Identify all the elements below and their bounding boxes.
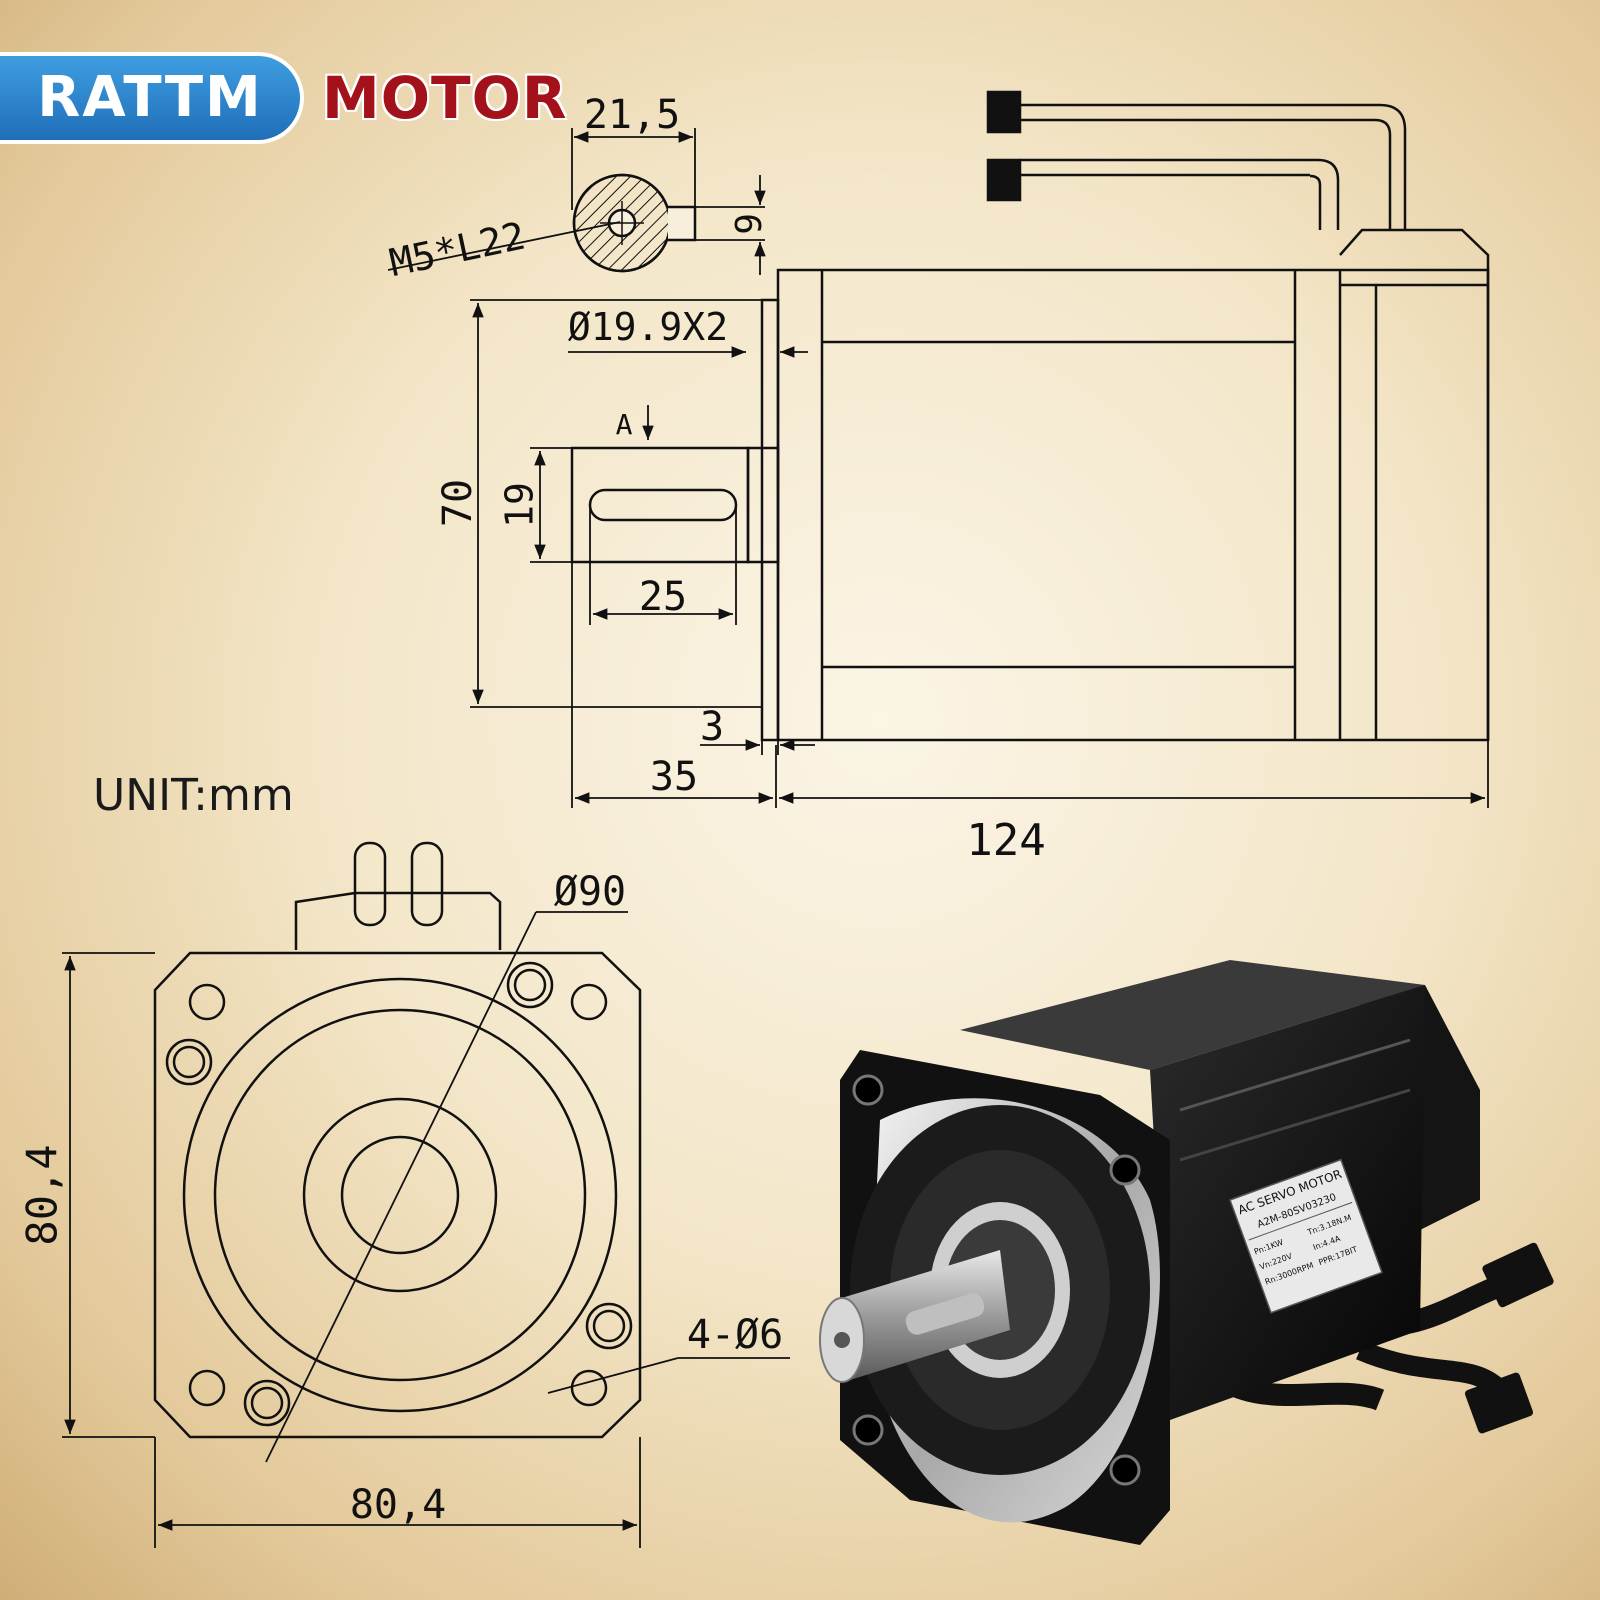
dim-flange-offset: 3 [700,704,724,750]
dim-front-width: 80,4 [350,1482,446,1528]
dim-shaft-diameter: Ø19.9X2 [568,305,728,349]
section-marker: A [616,408,633,441]
unit-label: UNIT:mm [93,770,294,821]
side-dimension-lines [387,128,1489,808]
dim-key-length: 25 [639,574,687,620]
dim-front-height: 80,4 [18,1144,67,1245]
dim-key-width: 19 [498,482,542,528]
nameplate [1229,1158,1383,1314]
dim-shaft-length: 35 [650,754,698,800]
logo-motor: MOTOR [322,64,568,132]
motor-illustration: AC SERVO MOTOR A2M-80SV03230 Pn:1KW Tn:3… [819,960,1554,1545]
dim-bolt-circle: Ø90 [554,869,626,915]
brand-logo: RATTM MOTOR [0,56,600,140]
front-dimension-lines [62,911,790,1548]
front-view [153,841,642,1439]
dim-body-length: 124 [966,815,1045,866]
dim-flange-height: 70 [435,479,481,527]
logo-rattm: RATTM [0,56,300,140]
dim-shaft-end-width: 21,5 [584,92,680,138]
dim-hole-spec: 4-Ø6 [687,1312,783,1358]
dim-thread: M5*L22 [386,213,529,285]
side-view [570,90,1490,742]
dim-key-height: 6 [726,213,767,235]
